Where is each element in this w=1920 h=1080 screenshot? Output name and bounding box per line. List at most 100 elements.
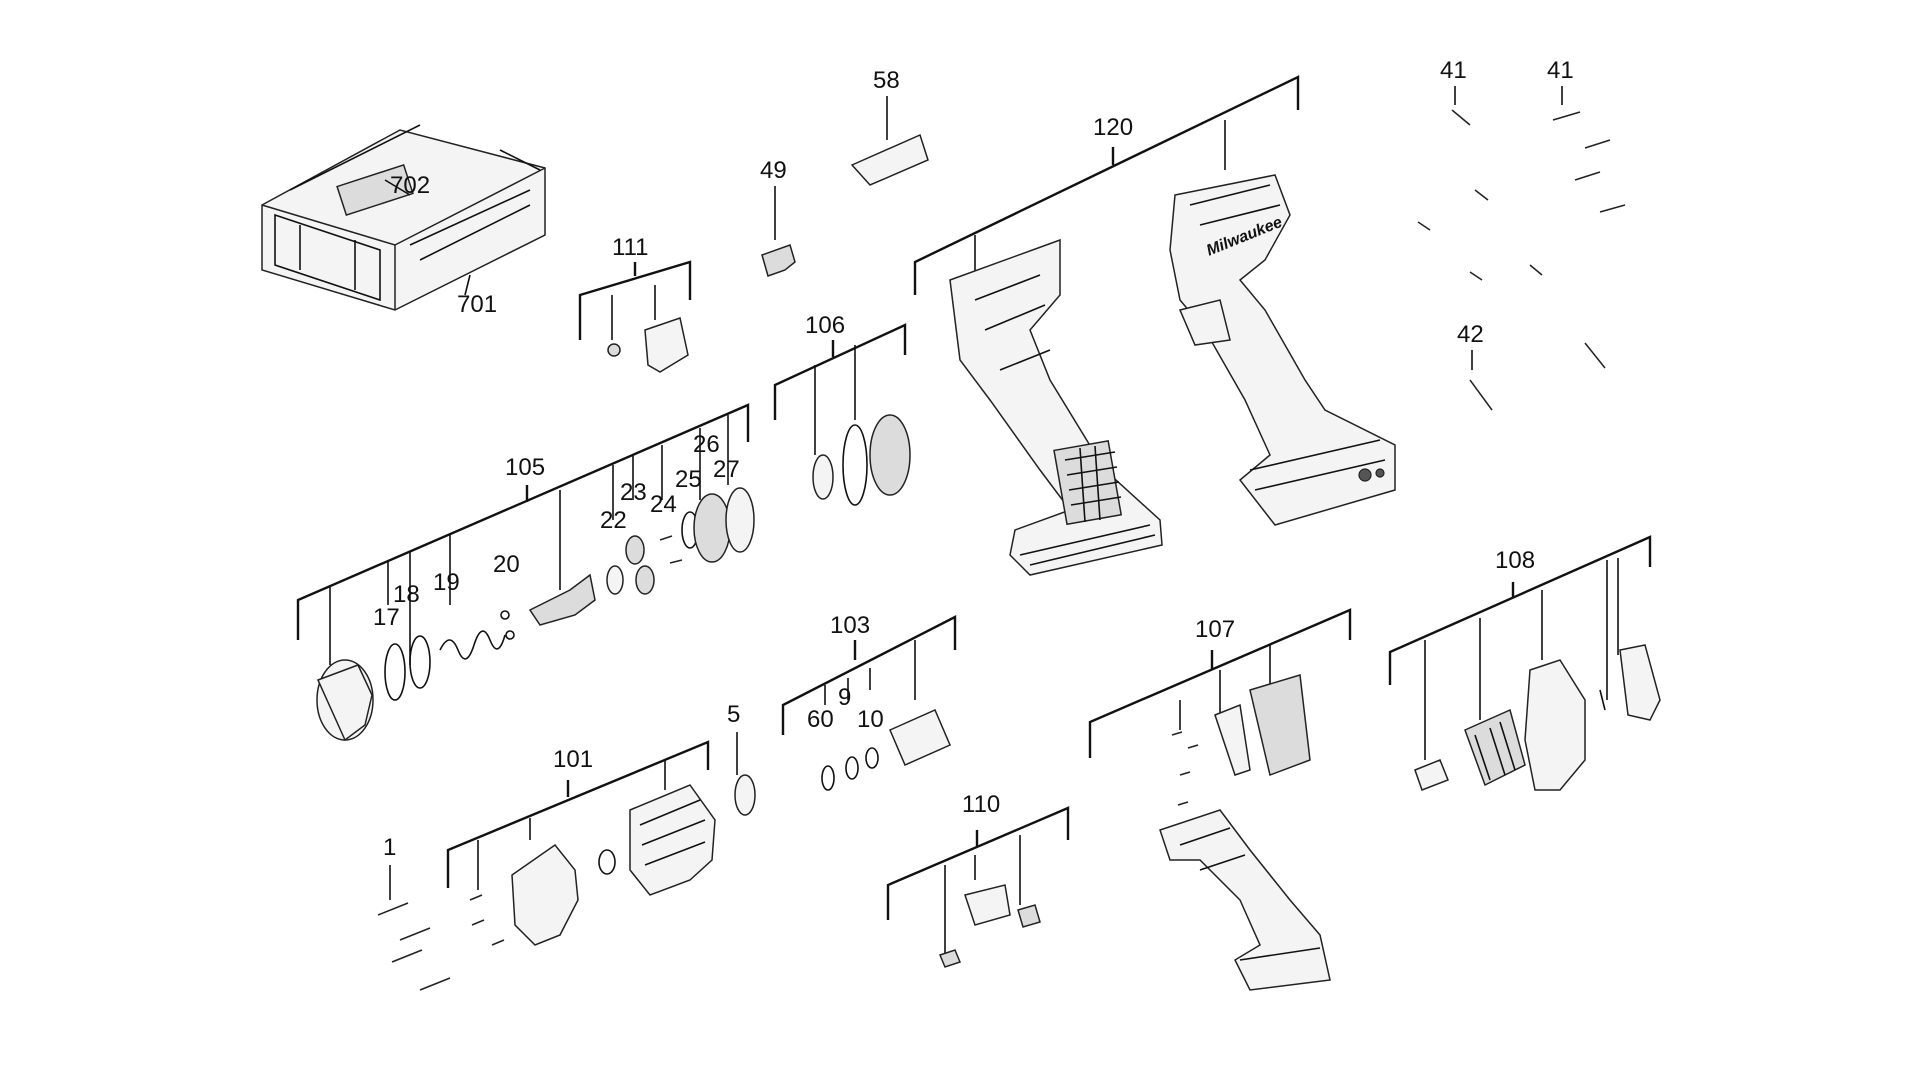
label-60: 60 [807, 706, 834, 733]
part-107-module [1249, 674, 1311, 777]
part-105-hammer [528, 573, 596, 626]
part-20-ball-b [505, 630, 515, 640]
part-108-stator [1524, 659, 1586, 791]
part-103-chuck [889, 709, 951, 766]
part-101-bearing [598, 849, 616, 875]
bracket-111 [578, 260, 692, 340]
label-120: 120 [1093, 114, 1133, 141]
part-106-ring [812, 454, 834, 500]
part-1-screws [377, 894, 505, 991]
label-101: 101 [553, 746, 593, 773]
label-107: 107 [1195, 616, 1235, 643]
leaders-105-a [329, 535, 451, 665]
part-108-rotor-detail [1474, 721, 1516, 781]
label-110: 110 [962, 791, 1000, 818]
leaders-103 [824, 640, 916, 705]
leaders-105-b [559, 415, 729, 590]
screw-42 [1469, 379, 1493, 411]
part-106-oring [842, 424, 868, 506]
label-42: 42 [1457, 321, 1484, 348]
leader-702 [384, 179, 411, 196]
part-107-board [1214, 703, 1251, 776]
part-120-left-housing [949, 238, 1163, 576]
part-105-anvil-side [316, 664, 373, 742]
label-1: 1 [383, 834, 396, 861]
part-20-ball-a [500, 610, 510, 620]
bracket-101 [446, 740, 710, 888]
carry-case [261, 124, 546, 311]
part-107-screws [1171, 731, 1199, 806]
label-41-left: 41 [1440, 57, 1467, 84]
part-110-a [938, 949, 962, 968]
part-22-ring [606, 565, 624, 595]
label-9: 9 [838, 684, 851, 711]
label-18: 18 [393, 581, 420, 608]
bracket-107 [1088, 608, 1352, 758]
label-17: 17 [373, 604, 400, 631]
label-5: 5 [727, 701, 740, 728]
leaders-101 [477, 760, 666, 890]
label-702: 702 [390, 172, 430, 199]
label-27: 27 [713, 456, 740, 483]
part-101-motor-detail [639, 799, 706, 866]
label-22: 22 [600, 507, 627, 534]
leaders-111 [611, 285, 656, 340]
leaders-120 [974, 120, 1226, 275]
part-49-switch [761, 244, 796, 277]
part-23-gear-a [625, 535, 645, 565]
part-27-washer [725, 487, 755, 553]
bracket-106 [773, 323, 907, 420]
label-701: 701 [457, 291, 497, 318]
part-120-right-housing: Milwaukee [1169, 174, 1396, 526]
part-5-washer [734, 774, 756, 816]
bracket-110 [886, 806, 1070, 920]
label-105: 105 [505, 454, 545, 481]
label-49: 49 [760, 157, 787, 184]
part-58-label-plate [850, 133, 929, 186]
bracket-108 [1388, 535, 1652, 685]
label-103: 103 [830, 612, 870, 639]
screw-set-41 [1417, 109, 1626, 369]
label-58: 58 [873, 67, 900, 94]
part-107-detail [1179, 827, 1321, 961]
part-111-cover [644, 317, 689, 373]
part-110-c [1017, 904, 1041, 928]
part-110-b [964, 884, 1011, 926]
label-25: 25 [675, 466, 702, 493]
leaders-41-42 [1454, 86, 1563, 370]
label-10: 10 [857, 706, 884, 733]
part-10-ring [865, 747, 879, 769]
bracket-105 [296, 403, 750, 640]
label-23: 23 [620, 479, 647, 506]
part-106-cap [869, 414, 911, 496]
label-111: 111 [612, 234, 648, 261]
label-20: 20 [493, 551, 520, 578]
leader-701 [464, 274, 471, 296]
leaders-110 [944, 835, 1021, 955]
bracket-103 [781, 615, 957, 735]
label-26: 26 [693, 431, 720, 458]
part-108-pin [1599, 689, 1606, 711]
bracket-120 [913, 75, 1300, 295]
part-108-end-plate [1619, 644, 1661, 721]
leaders-108 [1424, 558, 1619, 760]
part-24-pins [659, 535, 683, 564]
part-111-screw [607, 343, 621, 357]
label-106: 106 [805, 312, 845, 339]
part-9-ring [845, 756, 859, 780]
label-24: 24 [650, 491, 677, 518]
part-107-handle-assembly [1159, 809, 1331, 991]
part-101-motor [629, 784, 716, 896]
label-41-right: 41 [1547, 57, 1574, 84]
part-17-washer [384, 643, 406, 701]
part-26-gearcase [693, 493, 731, 563]
part-108-pinion [1414, 759, 1449, 791]
part-19-spring [439, 630, 506, 660]
label-108: 108 [1495, 547, 1535, 574]
label-19: 19 [433, 569, 460, 596]
part-60-ring [821, 765, 835, 791]
part-101-end-cover [511, 843, 579, 946]
part-18-ring [409, 635, 431, 689]
